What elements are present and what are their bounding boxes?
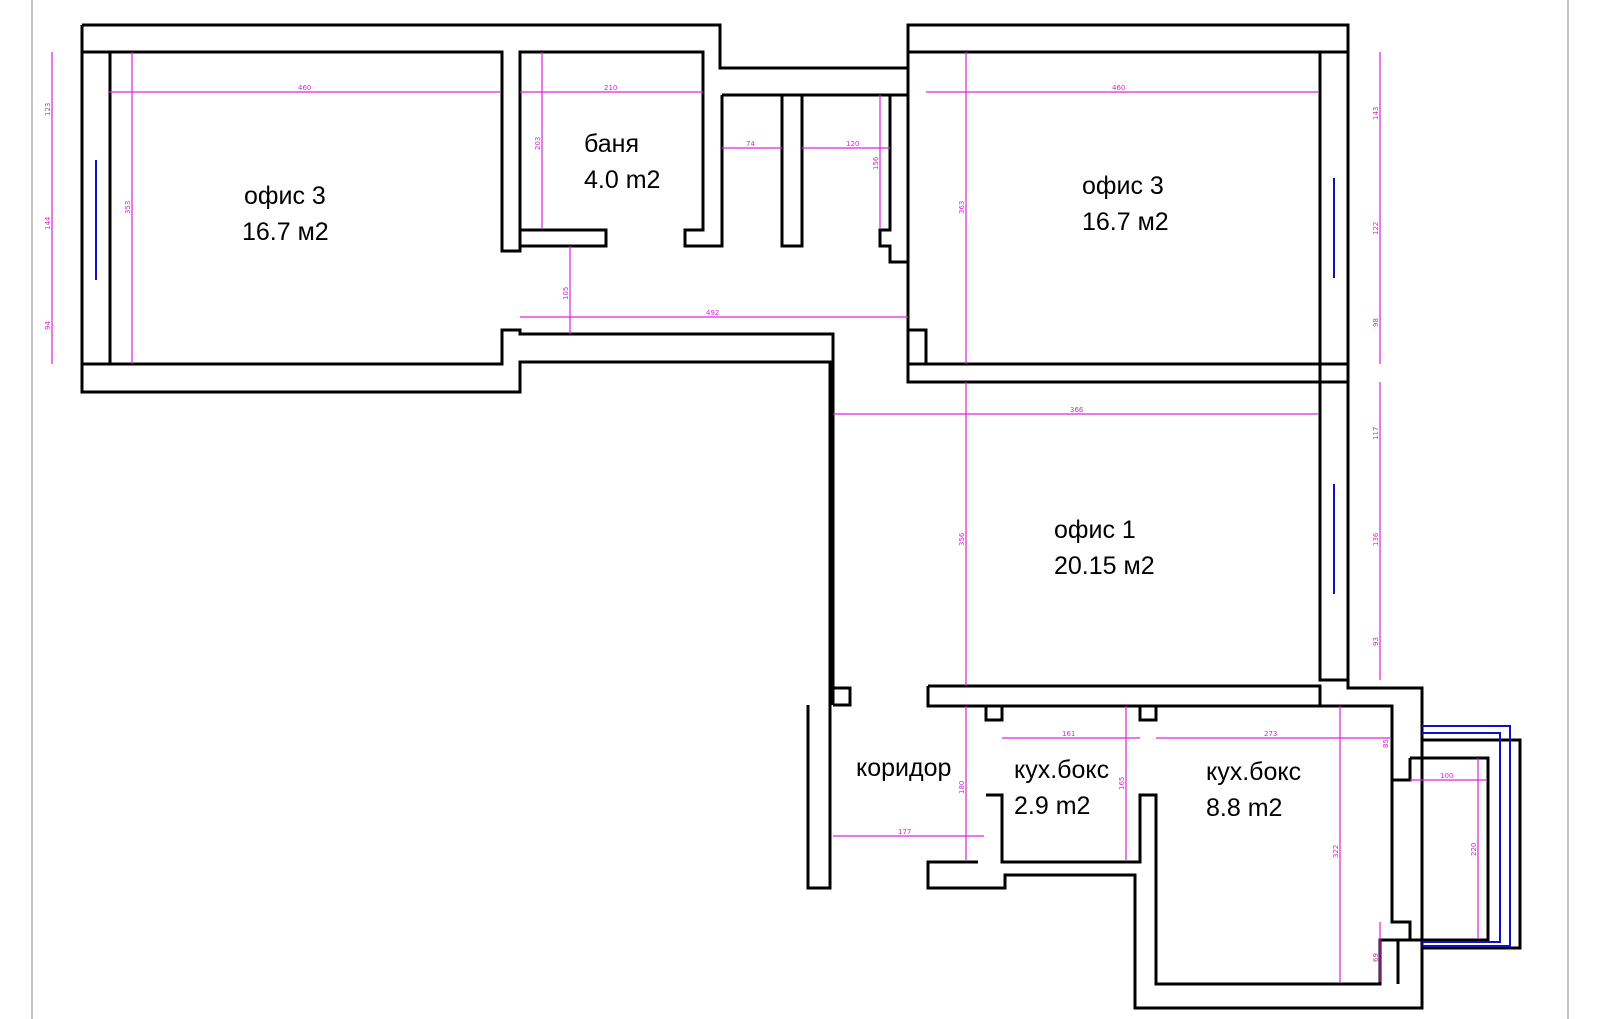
dim-label: 460 bbox=[1112, 84, 1125, 92]
wall-left-office-outline bbox=[80, 25, 832, 890]
wall-right-office-bottom bbox=[906, 328, 1322, 384]
room-name-office-left: офис 3 bbox=[244, 182, 326, 210]
dim-label: 356 bbox=[958, 532, 966, 546]
dim-label: 120 bbox=[846, 140, 859, 148]
wall-kitchen-small-post-b bbox=[1138, 704, 1158, 722]
wall-kitchen-balcony bbox=[1396, 756, 1490, 984]
wall-right-office-jamb bbox=[1318, 50, 1350, 366]
wall-cubicle-divider bbox=[780, 93, 804, 248]
dim-label: 273 bbox=[1264, 730, 1277, 738]
room-name-office-1: офис 1 bbox=[1054, 516, 1136, 544]
dim-label: 180 bbox=[958, 781, 966, 794]
room-name-office-right: офис 3 bbox=[1082, 172, 1164, 200]
wall-corridor-notch bbox=[833, 686, 852, 707]
dim-label: 177 bbox=[898, 828, 911, 836]
dim-label: 94 bbox=[44, 321, 52, 330]
dim-label: 322 bbox=[1332, 845, 1340, 858]
dim-label: 98 bbox=[1372, 318, 1380, 327]
window-balcony-1 bbox=[1422, 732, 1501, 943]
wall-kitchen-small-post-a bbox=[984, 704, 1004, 722]
room-labels: офис 3 16.7 м2 баня 4.0 m2 офис 3 16.7 м… bbox=[242, 130, 1301, 822]
dim-label: 93 bbox=[1372, 637, 1380, 646]
dim-label: 156 bbox=[872, 156, 880, 170]
wall-kitchen-balcony-left bbox=[1390, 780, 1412, 940]
room-name-bath: баня bbox=[584, 130, 639, 158]
wall-left-office-inner bbox=[110, 50, 724, 253]
room-area-office-right: 16.7 м2 bbox=[1082, 208, 1169, 236]
dim-label: 74 bbox=[746, 140, 755, 148]
dim-label: 122 bbox=[1372, 222, 1380, 235]
dimension-labels: 460 210 74 120 460 123 144 94 353 203 15… bbox=[44, 84, 1478, 962]
dim-label: 105 bbox=[562, 287, 570, 300]
dim-label: 123 bbox=[44, 103, 52, 116]
dim-label: 460 bbox=[298, 84, 311, 92]
room-area-kitchen-small: 2.9 m2 bbox=[1014, 792, 1090, 820]
walls bbox=[80, 23, 1522, 1010]
dim-label: 220 bbox=[1470, 843, 1478, 856]
room-name-kitchen-big: кух.бокс bbox=[1206, 758, 1301, 786]
dim-label: 100 bbox=[1440, 772, 1453, 780]
dim-label: 144 bbox=[44, 216, 52, 230]
wall-office1 bbox=[1318, 380, 1350, 682]
dim-label: 210 bbox=[604, 84, 617, 92]
wall-left-window-jamb bbox=[80, 50, 112, 366]
wall-bath-shelf bbox=[518, 228, 608, 248]
dim-label: 165 bbox=[1118, 777, 1126, 790]
wall-left-office-outer bbox=[82, 23, 1424, 1010]
room-area-bath: 4.0 m2 bbox=[584, 166, 660, 194]
wall-balcony-outer bbox=[1422, 738, 1522, 950]
room-area-kitchen-big: 8.8 m2 bbox=[1206, 794, 1282, 822]
room-name-corridor: коридор bbox=[856, 754, 951, 782]
dimension-lines bbox=[51, 52, 1486, 982]
dim-label: 203 bbox=[534, 137, 542, 150]
dim-label: 69 bbox=[1372, 953, 1380, 962]
room-name-kitchen-small: кух.бокс bbox=[1014, 756, 1109, 784]
dim-label: 353 bbox=[124, 201, 132, 214]
wall-left-office-bottom bbox=[110, 328, 835, 705]
dim-label: 136 bbox=[1372, 532, 1380, 546]
dim-label: 492 bbox=[706, 309, 719, 317]
room-area-office-left: 16.7 м2 bbox=[242, 218, 329, 246]
window-balcony-2 bbox=[1422, 725, 1511, 947]
wall-office1-bottom bbox=[926, 684, 1322, 708]
dim-label: 161 bbox=[1062, 730, 1075, 738]
dim-label: 85 bbox=[1382, 739, 1390, 748]
room-area-office-1: 20.15 м2 bbox=[1054, 552, 1155, 580]
windows bbox=[95, 160, 1511, 947]
dim-label: 363 bbox=[958, 201, 966, 214]
dim-label: 366 bbox=[1070, 406, 1084, 414]
wall-kitchen-small bbox=[986, 793, 1398, 986]
dim-label: 143 bbox=[1372, 107, 1380, 120]
dim-label: 117 bbox=[1372, 427, 1380, 440]
